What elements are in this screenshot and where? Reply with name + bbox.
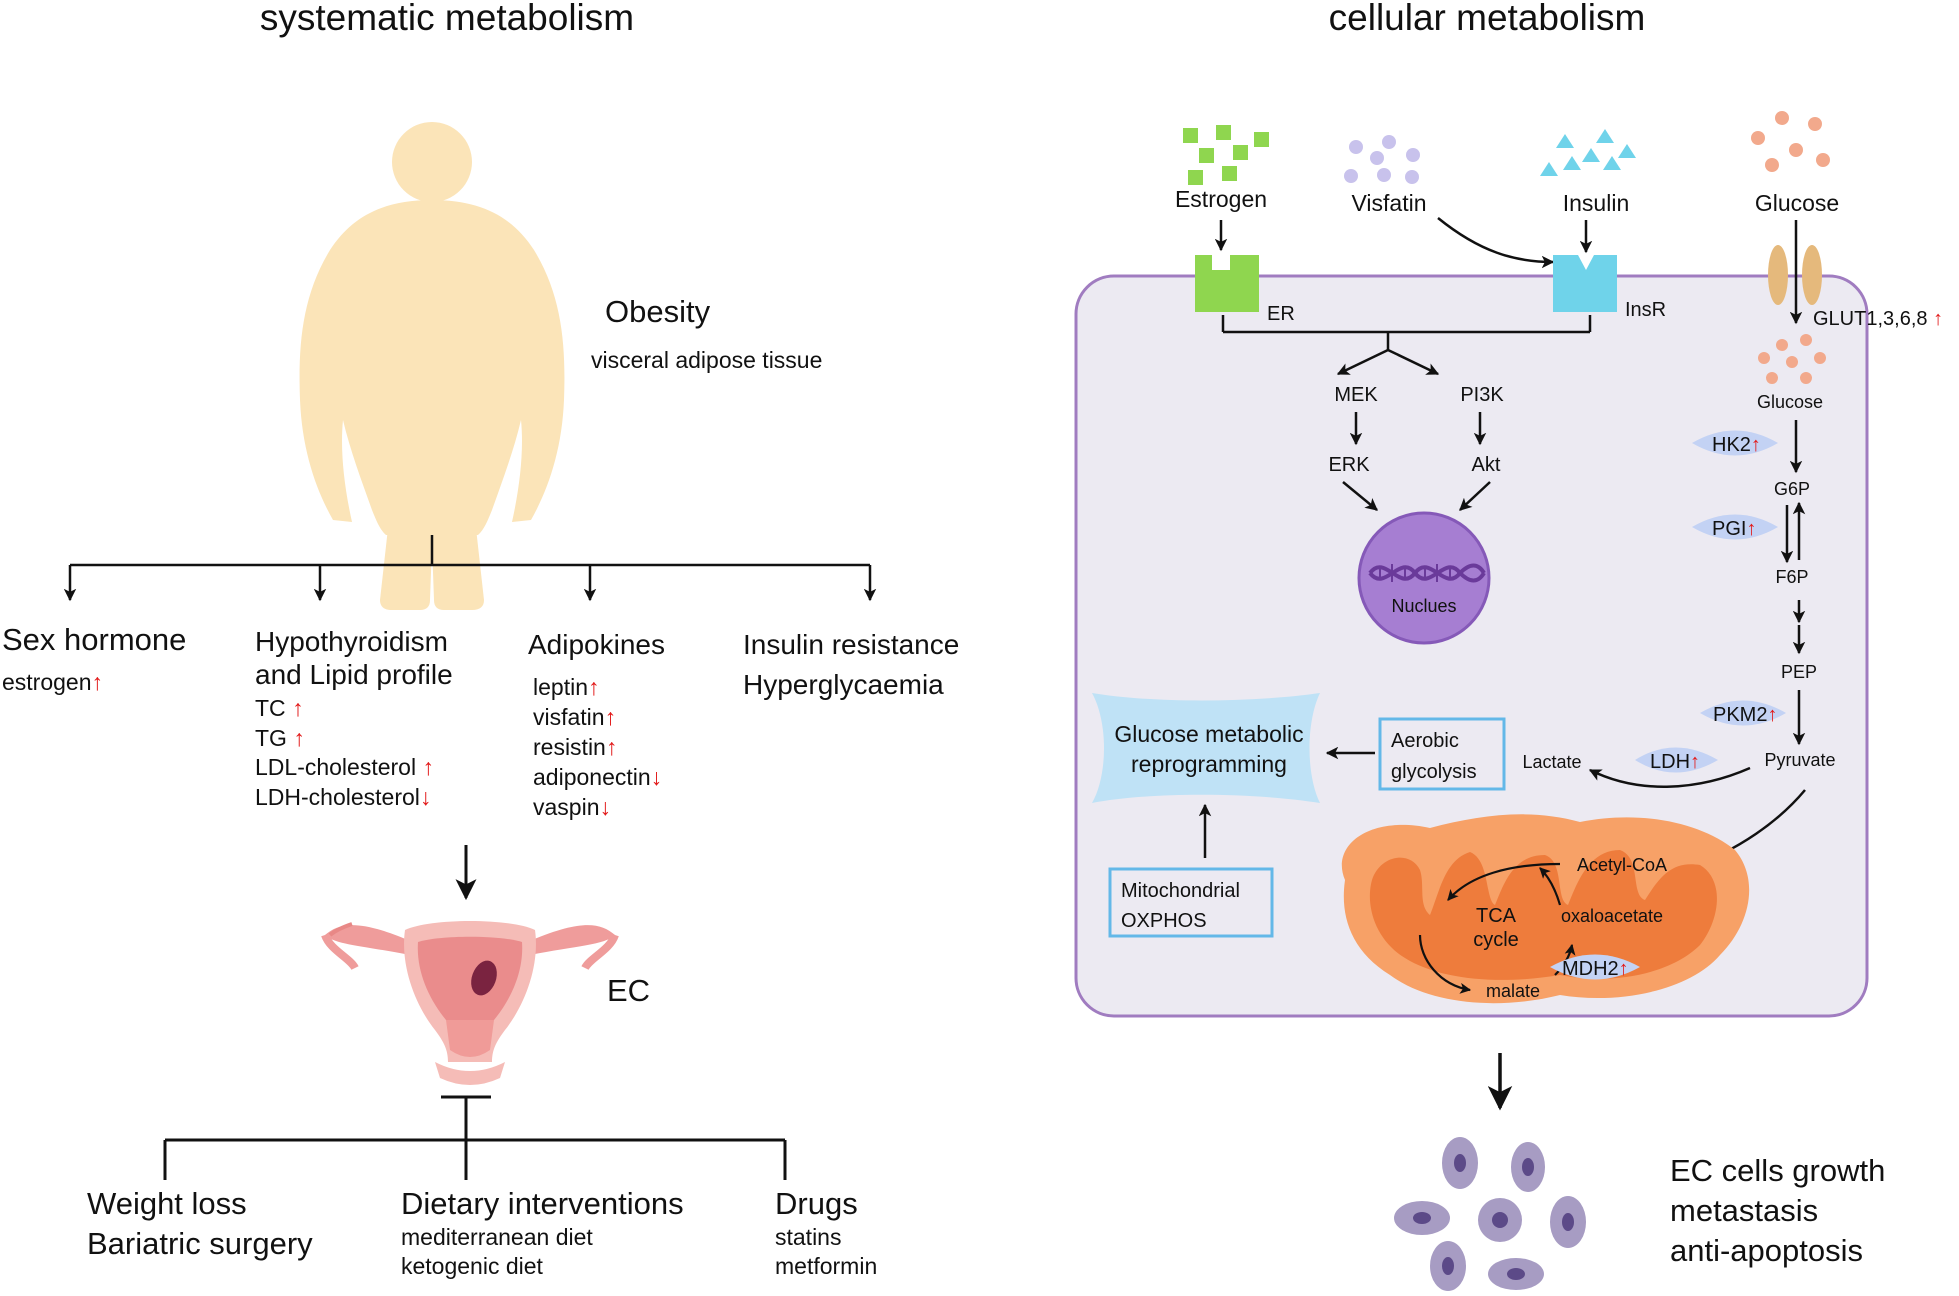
g6p-label: G6P (1774, 479, 1810, 499)
aerobic-line2: glycolysis (1391, 761, 1477, 783)
dietary-title: Dietary interventions (401, 1186, 684, 1221)
ligand-arrows (1214, 217, 1803, 325)
adipokine-resistin: resistin↑ (533, 734, 617, 760)
insulin-ligand-label: Insulin (1563, 190, 1629, 216)
visfatin-molecules (1344, 135, 1420, 184)
aerobic-line1: Aerobic (1391, 730, 1459, 752)
visceral-label: visceral adipose tissue (591, 347, 822, 373)
visfatin-ligand-label: Visfatin (1351, 190, 1426, 216)
aerobic-glycolysis-box (1378, 717, 1506, 791)
drug-statins: statins (775, 1224, 841, 1250)
reprogramming-line2: reprogramming (1131, 751, 1287, 777)
diet-ketogenic: ketogenic diet (401, 1253, 544, 1279)
erk-label: ERK (1328, 454, 1370, 476)
mek-label: MEK (1334, 384, 1378, 406)
malate-label: malate (1486, 981, 1540, 1001)
lipid-title-line1: Hypothyroidism (255, 626, 448, 657)
er-receptor (1195, 255, 1259, 312)
tca-label-line2: cycle (1473, 929, 1519, 951)
diet-mediterranean: mediterranean diet (401, 1224, 593, 1250)
lipid-title-line2: and Lipid profile (255, 659, 453, 690)
f6p-label: F6P (1775, 567, 1808, 587)
oxphos-box (1108, 867, 1274, 938)
estrogen-ligand-label: Estrogen (1175, 186, 1267, 212)
svg-text:LDH↑: LDH↑ (1650, 751, 1700, 773)
uterus-illustration (321, 921, 619, 1085)
insulin-molecules (1540, 129, 1636, 176)
acetyl-coa-label: Acetyl-CoA (1577, 855, 1667, 875)
insulin-resistance-label: Insulin resistance (743, 629, 959, 660)
adipokine-visfatin: visfatin↑ (533, 704, 616, 730)
obesity-body-figure (299, 122, 565, 610)
enzyme-pgi: PGI↑ (1692, 514, 1778, 540)
nucleus (1357, 511, 1491, 645)
oxphos-line1: Mitochondrial (1121, 880, 1240, 902)
adipokines-title: Adipokines (528, 629, 665, 660)
lipid-item-ldh: LDH-cholesterol↓ (255, 784, 431, 810)
mitochondrion (1341, 814, 1750, 1004)
estrogen-molecules (1183, 125, 1269, 185)
glucose-inside-label: Glucose (1757, 392, 1823, 412)
drug-metformin: metformin (775, 1253, 877, 1279)
lipid-item-tc: TC ↑ (255, 695, 304, 721)
systemic-tree-lines (63, 535, 877, 602)
weight-loss-label: Weight loss (87, 1186, 247, 1221)
lipid-item-tg: TG ↑ (255, 725, 305, 751)
svg-text:HK2↑: HK2↑ (1712, 434, 1761, 456)
obesity-label: Obesity (605, 294, 711, 329)
pep-label: PEP (1781, 662, 1817, 682)
reprogramming-line1: Glucose metabolic (1114, 721, 1303, 747)
adipokine-leptin: leptin↑ (533, 674, 599, 700)
adipokine-vaspin: vaspin↓ (533, 794, 611, 820)
drugs-title: Drugs (775, 1186, 858, 1221)
akt-label: Akt (1472, 454, 1501, 476)
insr-label: InsR (1625, 299, 1666, 321)
adipokine-adiponectin: adiponectin↓ (533, 764, 662, 790)
ec-cells-cluster (1394, 1137, 1586, 1291)
tca-label-line1: TCA (1476, 905, 1517, 927)
sex-hormone-title: Sex hormone (2, 622, 186, 657)
pyruvate-label: Pyruvate (1764, 750, 1835, 770)
enzyme-hk2: HK2↑ (1692, 430, 1778, 456)
glucose-molecules-inside (1758, 334, 1826, 384)
enzyme-mdh2: MDH2↑ (1550, 954, 1640, 980)
intervention-tree-lines (163, 1095, 787, 1180)
outcome-line1: EC cells growth (1670, 1153, 1885, 1188)
svg-text:MDH2↑: MDH2↑ (1562, 958, 1629, 980)
heading-systemic: systematic metabolism (260, 0, 634, 38)
ec-label: EC (607, 973, 650, 1008)
hyperglycaemia-label: Hyperglycaemia (743, 669, 944, 700)
enzyme-ldh: LDH↑ (1635, 747, 1718, 773)
glut-transporter (1768, 245, 1822, 305)
oxaloacetate-label: oxaloacetate (1561, 906, 1663, 926)
glut-label: GLUT1,3,6,8 ↑ (1813, 308, 1943, 330)
insr-receptor (1553, 255, 1617, 312)
er-label: ER (1267, 303, 1295, 325)
enzyme-pkm2: PKM2↑ (1700, 700, 1786, 726)
lipid-item-ldl: LDL-cholesterol ↑ (255, 754, 434, 780)
lactate-label: Lactate (1522, 752, 1581, 772)
outcome-line2: metastasis (1670, 1193, 1818, 1228)
glucose-molecules-outside (1751, 111, 1830, 172)
glucose-ligand-label: Glucose (1755, 190, 1839, 216)
svg-text:PGI↑: PGI↑ (1712, 518, 1756, 540)
signaling-lines (1221, 315, 1592, 511)
svg-text:PKM2↑: PKM2↑ (1713, 704, 1777, 726)
estrogen-item: estrogen↑ (2, 669, 103, 695)
heading-cellular: cellular metabolism (1329, 0, 1646, 38)
bariatric-label: Bariatric surgery (87, 1226, 313, 1261)
reprogramming-banner (1092, 693, 1320, 803)
nucleus-label: Nuclues (1391, 596, 1456, 616)
pi3k-label: PI3K (1460, 384, 1504, 406)
oxphos-line2: OXPHOS (1121, 910, 1207, 932)
outcome-line3: anti-apoptosis (1670, 1233, 1863, 1268)
